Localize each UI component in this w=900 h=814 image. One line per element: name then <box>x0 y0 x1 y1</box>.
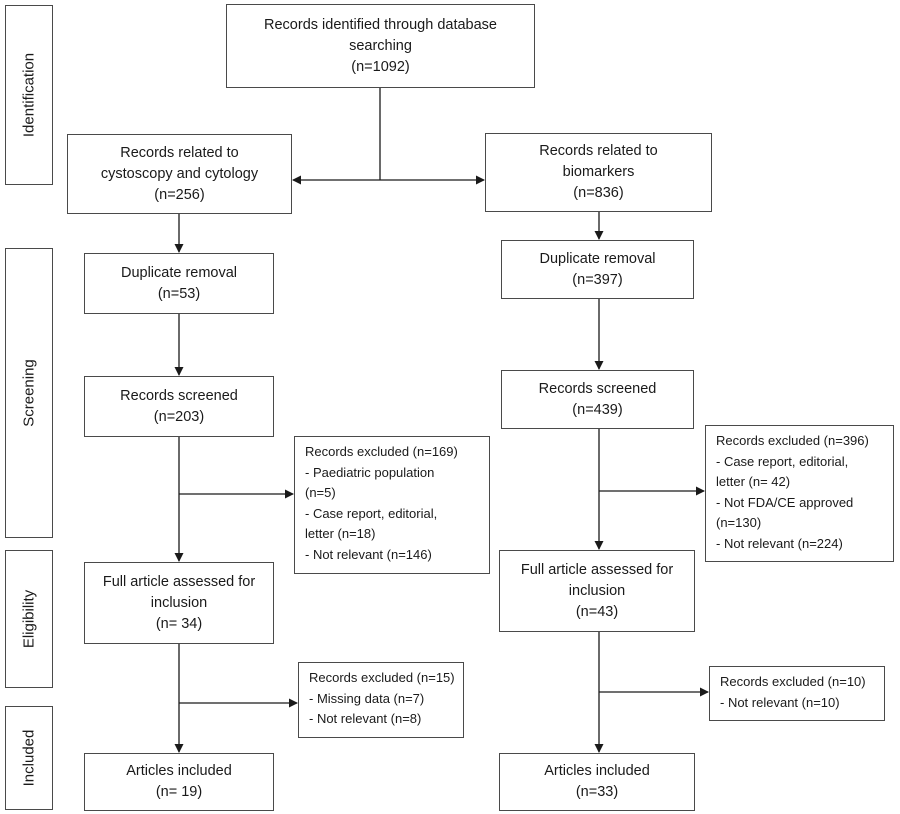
left-excluded-eligibility-box: Records excluded (n=15) - Missing data (… <box>298 662 464 738</box>
right-records-screened-box: Records screened (n=439) <box>501 370 694 429</box>
right-full-article-box: Full article assessed for inclusion (n=4… <box>499 550 695 632</box>
right-duplicate-removal-box: Duplicate removal (n=397) <box>501 240 694 299</box>
left-excluded-screening-box: Records excluded (n=169) - Paediatric po… <box>294 436 490 574</box>
right-excluded-eligibility-box: Records excluded (n=10) - Not relevant (… <box>709 666 885 721</box>
stage-screening: Screening <box>5 248 53 538</box>
stage-included: Included <box>5 706 53 810</box>
records-identified-box: Records identified through database sear… <box>226 4 535 88</box>
stage-identification: Identification <box>5 5 53 185</box>
left-duplicate-removal-box: Duplicate removal (n=53) <box>84 253 274 314</box>
right-excluded-screening-box: Records excluded (n=396) - Case report, … <box>705 425 894 562</box>
left-full-article-box: Full article assessed for inclusion (n= … <box>84 562 274 644</box>
right-articles-included-box: Articles included (n=33) <box>499 753 695 811</box>
stage-eligibility: Eligibility <box>5 550 53 688</box>
left-related-box: Records related to cystoscopy and cytolo… <box>67 134 292 214</box>
left-records-screened-box: Records screened (n=203) <box>84 376 274 437</box>
right-related-box: Records related to biomarkers (n=836) <box>485 133 712 212</box>
left-articles-included-box: Articles included (n= 19) <box>84 753 274 811</box>
